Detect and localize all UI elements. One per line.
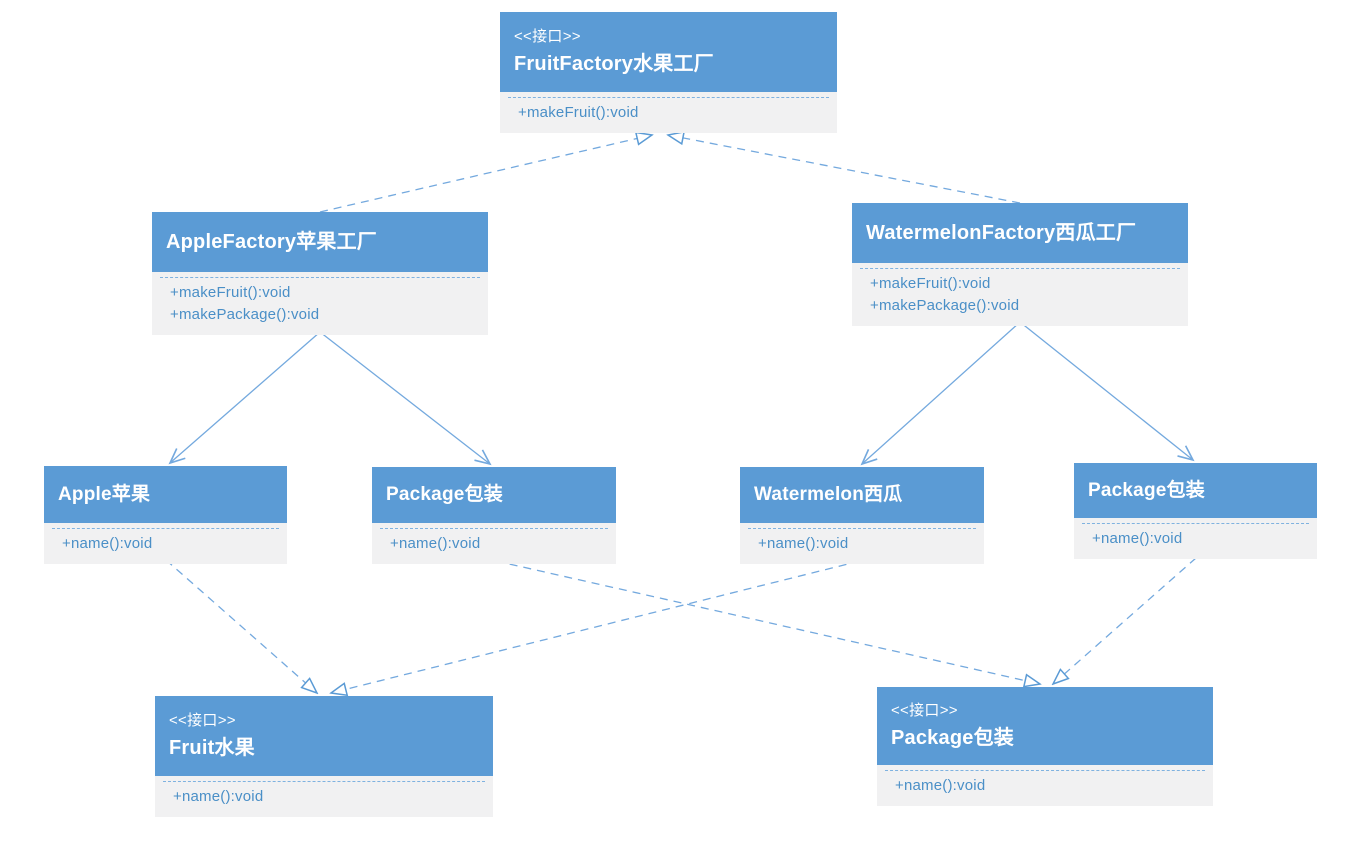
- method-label: +name():void: [62, 535, 153, 552]
- class-header: <<接口>> Package包装: [877, 687, 1213, 765]
- stereotype-label: <<接口>>: [514, 28, 581, 45]
- association-applefactory-to-apple: [168, 331, 321, 465]
- class-header: Apple苹果: [44, 466, 287, 523]
- class-name: Package包装: [386, 484, 503, 505]
- method-label: +makePackage():void: [870, 297, 1020, 314]
- method-label: +name():void: [173, 788, 264, 805]
- realization-applefactory-to-fruitfactory: [319, 135, 652, 213]
- stereotype-label: <<接口>>: [169, 712, 236, 729]
- class-header: Package包装: [372, 467, 616, 523]
- class-box-package-right: Package包装 +name():void: [1074, 463, 1317, 559]
- method-label: +name():void: [390, 535, 481, 552]
- class-box-package-left: Package包装 +name():void: [372, 467, 616, 564]
- class-header: Package包装: [1074, 463, 1317, 518]
- class-header: WatermelonFactory西瓜工厂: [852, 203, 1188, 263]
- stereotype-label: <<接口>>: [891, 702, 958, 719]
- method-label: +makeFruit():void: [170, 284, 291, 301]
- class-header: AppleFactory苹果工厂: [152, 212, 488, 272]
- class-name: Fruit水果: [169, 737, 255, 759]
- section-divider: [1082, 523, 1309, 524]
- class-methods-section: +name():void: [740, 523, 984, 564]
- class-box-package-interface: <<接口>> Package包装 +name():void: [877, 687, 1213, 806]
- class-header: <<接口>> FruitFactory水果工厂: [500, 12, 837, 92]
- method-label: +makeFruit():void: [518, 104, 639, 121]
- class-name: Package包装: [1088, 479, 1205, 501]
- class-methods-section: +makeFruit():void +makePackage():void: [852, 263, 1188, 326]
- section-divider: [885, 770, 1205, 771]
- class-methods-section: +name():void: [1074, 518, 1317, 559]
- realization-watermelonfactory-to-fruitfactory: [668, 135, 1021, 204]
- class-name: FruitFactory水果工厂: [514, 53, 714, 75]
- class-name: Watermelon西瓜: [754, 484, 903, 505]
- section-divider: [508, 97, 829, 98]
- class-box-applefactory: AppleFactory苹果工厂 +makeFruit():void +make…: [152, 212, 488, 335]
- class-box-fruit-interface: <<接口>> Fruit水果 +name():void: [155, 696, 493, 817]
- section-divider: [52, 528, 279, 529]
- class-methods-section: +makeFruit():void +makePackage():void: [152, 272, 488, 335]
- realization-package-left-to-package-interface: [495, 560, 1040, 684]
- class-methods-section: +makeFruit():void: [500, 92, 837, 133]
- class-header: Watermelon西瓜: [740, 467, 984, 523]
- association-watermelonfactory-to-watermelon: [860, 321, 1021, 466]
- method-label: +makeFruit():void: [870, 275, 991, 292]
- class-name: AppleFactory苹果工厂: [166, 231, 378, 253]
- method-label: +name():void: [1092, 530, 1183, 547]
- method-label: +makePackage():void: [170, 306, 320, 323]
- section-divider: [163, 781, 485, 782]
- class-box-apple: Apple苹果 +name():void: [44, 466, 287, 564]
- method-label: +name():void: [895, 777, 986, 794]
- realization-watermelon-to-fruit-interface: [331, 560, 861, 693]
- section-divider: [860, 268, 1180, 269]
- class-box-watermelon: Watermelon西瓜 +name():void: [740, 467, 984, 564]
- class-methods-section: +name():void: [877, 765, 1213, 806]
- section-divider: [160, 277, 480, 278]
- association-applefactory-to-package-left: [319, 331, 492, 466]
- class-header: <<接口>> Fruit水果: [155, 696, 493, 776]
- realization-apple-to-fruit-interface: [165, 559, 317, 693]
- section-divider: [748, 528, 976, 529]
- method-label: +name():void: [758, 535, 849, 552]
- section-divider: [380, 528, 608, 529]
- class-box-watermelonfactory: WatermelonFactory西瓜工厂 +makeFruit():void …: [852, 203, 1188, 326]
- association-watermelonfactory-to-package-right: [1019, 321, 1195, 462]
- class-name: Apple苹果: [58, 483, 151, 505]
- class-name: Package包装: [891, 727, 1014, 749]
- class-name: WatermelonFactory西瓜工厂: [866, 222, 1137, 244]
- class-methods-section: +name():void: [155, 776, 493, 817]
- class-box-fruitfactory-interface: <<接口>> FruitFactory水果工厂 +makeFruit():voi…: [500, 12, 837, 133]
- realization-package-right-to-package-interface: [1053, 557, 1197, 684]
- class-methods-section: +name():void: [44, 523, 287, 564]
- class-methods-section: +name():void: [372, 523, 616, 564]
